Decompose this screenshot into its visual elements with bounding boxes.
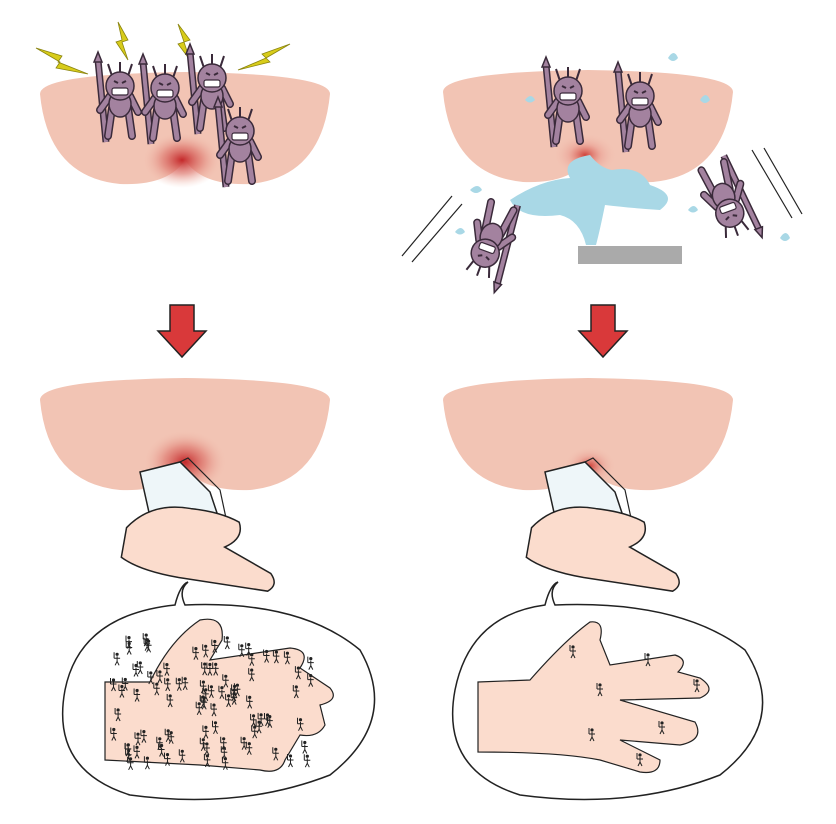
down-arrow-icon [157, 304, 207, 358]
hand [118, 496, 286, 595]
devil-character-falling [457, 194, 529, 294]
bidet-nozzle [578, 246, 682, 264]
motion-lines [401, 147, 803, 263]
lightning-icons [35, 21, 291, 75]
water-spray [510, 155, 668, 245]
bottom-right-panel [451, 581, 764, 801]
down-arrow-icon [578, 304, 628, 358]
top-left-panel [35, 21, 330, 188]
clean-hand [477, 621, 710, 774]
bottom-left-panel [61, 581, 376, 801]
middle-left-panel [40, 378, 330, 595]
top-right-panel [401, 53, 803, 294]
middle-right-panel [443, 378, 733, 595]
water-drops [455, 53, 790, 241]
hand [523, 496, 691, 595]
irritation-area [142, 132, 222, 188]
devil-character-falling [694, 152, 766, 252]
